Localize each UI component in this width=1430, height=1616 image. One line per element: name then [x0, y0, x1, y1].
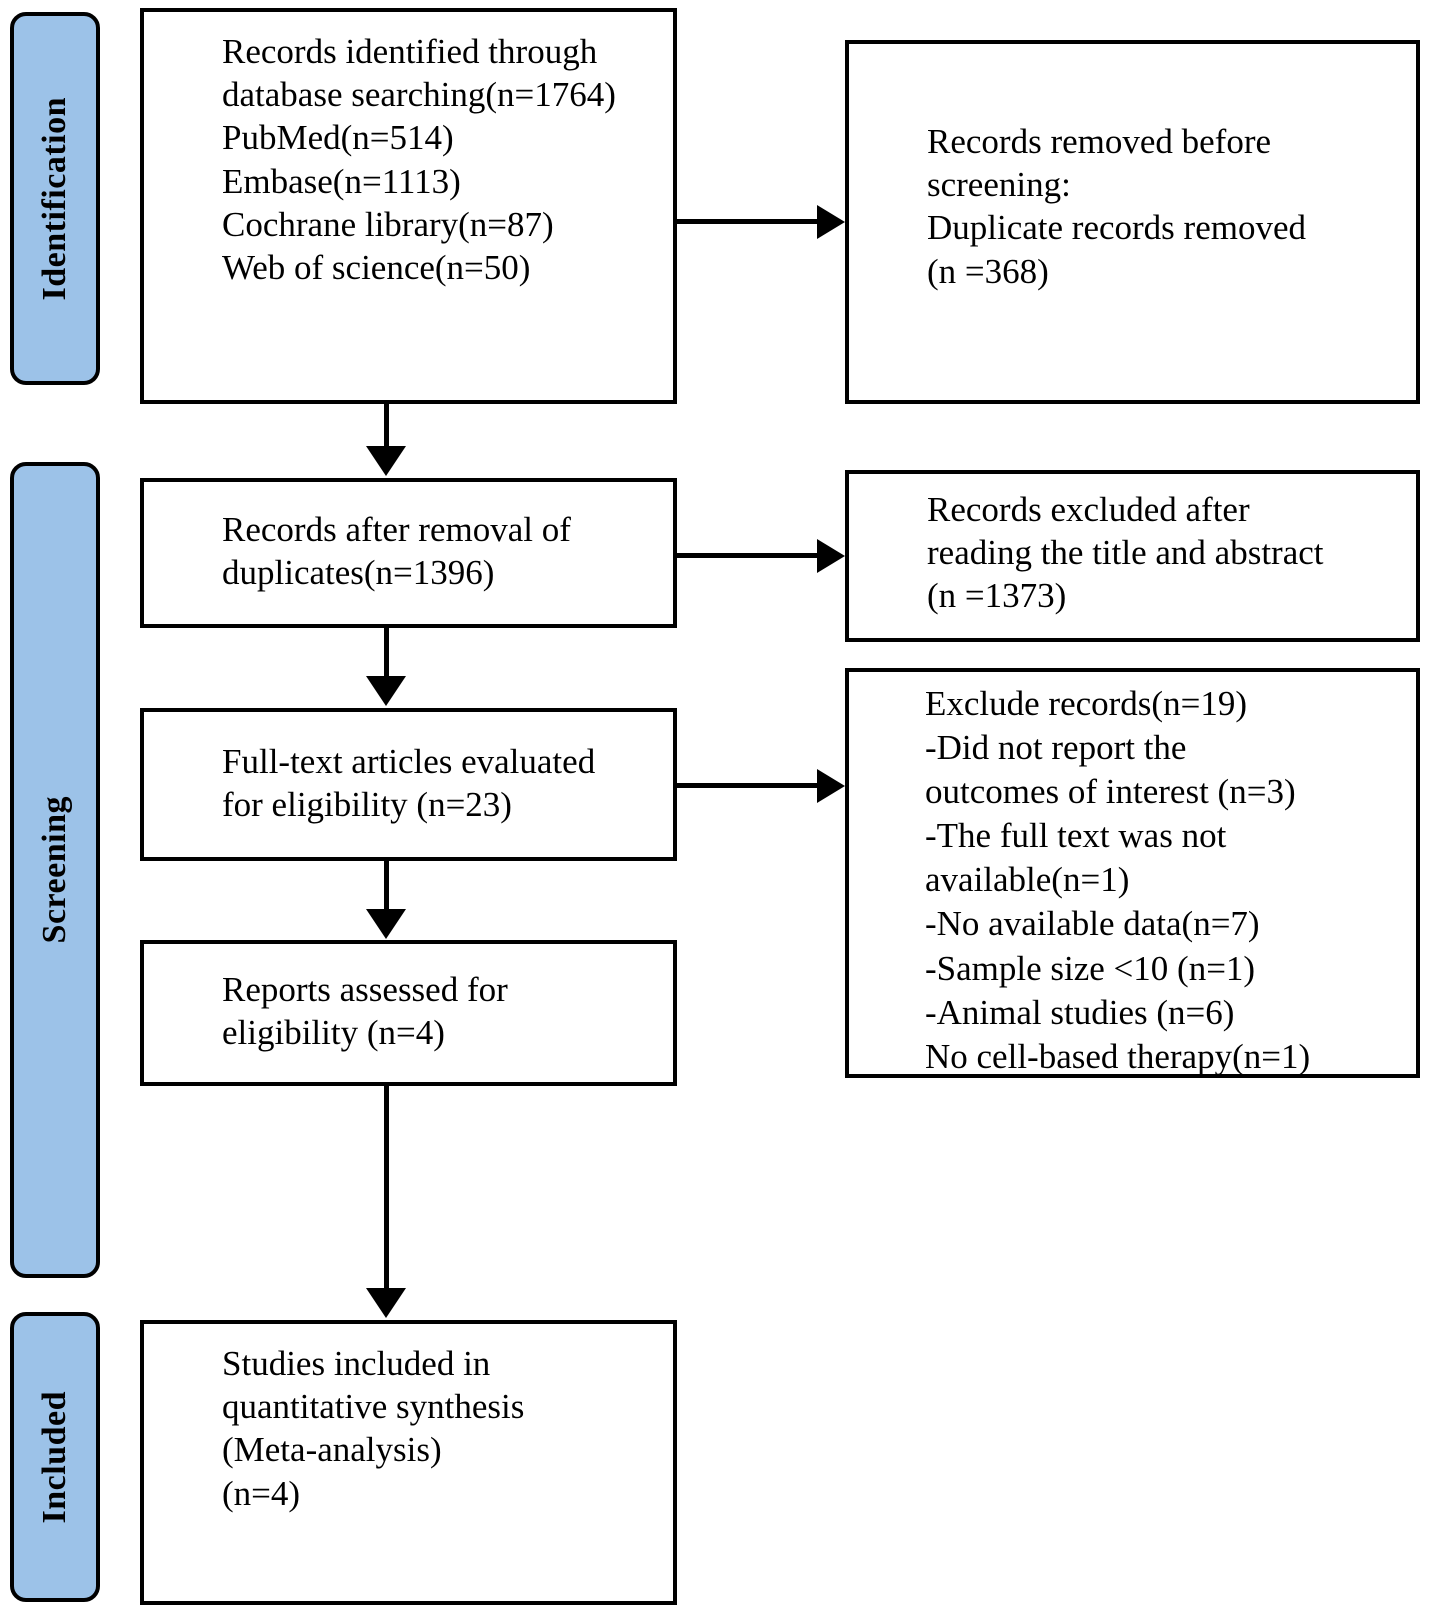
- arrow-fulltext-to-reports: [366, 909, 406, 939]
- box-studies-included-text: Studies included in quantitative synthes…: [222, 1344, 525, 1513]
- arrow-duplicates-to-fulltext: [366, 676, 406, 706]
- connector-line-identified-to-removed: [677, 219, 825, 224]
- phase-tab-included-label: Included: [36, 1390, 73, 1524]
- connector-line-fulltext-to-exclude-reasons: [677, 783, 825, 788]
- arrow-identified-to-removed: [817, 205, 845, 239]
- phase-tab-screening: Screening: [10, 462, 100, 1278]
- arrow-identified-to-duplicates: [366, 446, 406, 476]
- phase-tab-identification-label: Identification: [36, 96, 73, 301]
- connector-line-identified-to-duplicates: [384, 404, 389, 448]
- box-records-identified: Records identified through database sear…: [140, 8, 677, 404]
- phase-tab-identification: Identification: [10, 12, 100, 385]
- box-reports-assessed-text: Reports assessed for eligibility (n=4): [222, 970, 508, 1053]
- box-fulltext-evaluated-text: Full-text articles evaluated for eligibi…: [222, 742, 596, 825]
- connector-line-reports-to-included: [384, 1086, 389, 1288]
- connector-line-duplicates-to-excluded: [677, 553, 825, 558]
- box-records-removed-before-screening: Records removed before screening: Duplic…: [845, 40, 1420, 404]
- box-records-excluded-title-abstract-text: Records excluded after reading the title…: [927, 490, 1324, 616]
- box-reports-assessed: Reports assessed for eligibility (n=4): [140, 940, 677, 1086]
- phase-tab-included: Included: [10, 1312, 100, 1602]
- arrow-fulltext-to-exclude-reasons: [817, 769, 845, 803]
- connector-line-duplicates-to-fulltext: [384, 628, 389, 676]
- box-records-excluded-title-abstract: Records excluded after reading the title…: [845, 470, 1420, 642]
- arrow-reports-to-included: [366, 1288, 406, 1318]
- box-records-removed-before-screening-text: Records removed before screening: Duplic…: [927, 122, 1307, 291]
- box-records-identified-text: Records identified through database sear…: [222, 32, 616, 288]
- box-studies-included: Studies included in quantitative synthes…: [140, 1320, 677, 1605]
- phase-tab-screening-label: Screening: [36, 796, 73, 944]
- box-exclude-records-reasons-text: Exclude records(n=19) -Did not report th…: [925, 684, 1311, 1076]
- arrow-duplicates-to-excluded: [817, 539, 845, 573]
- box-fulltext-evaluated: Full-text articles evaluated for eligibi…: [140, 708, 677, 861]
- box-records-after-duplicates: Records after removal of duplicates(n=13…: [140, 478, 677, 628]
- box-records-after-duplicates-text: Records after removal of duplicates(n=13…: [222, 510, 571, 593]
- connector-line-fulltext-to-reports: [384, 861, 389, 909]
- box-exclude-records-reasons: Exclude records(n=19) -Did not report th…: [845, 668, 1420, 1078]
